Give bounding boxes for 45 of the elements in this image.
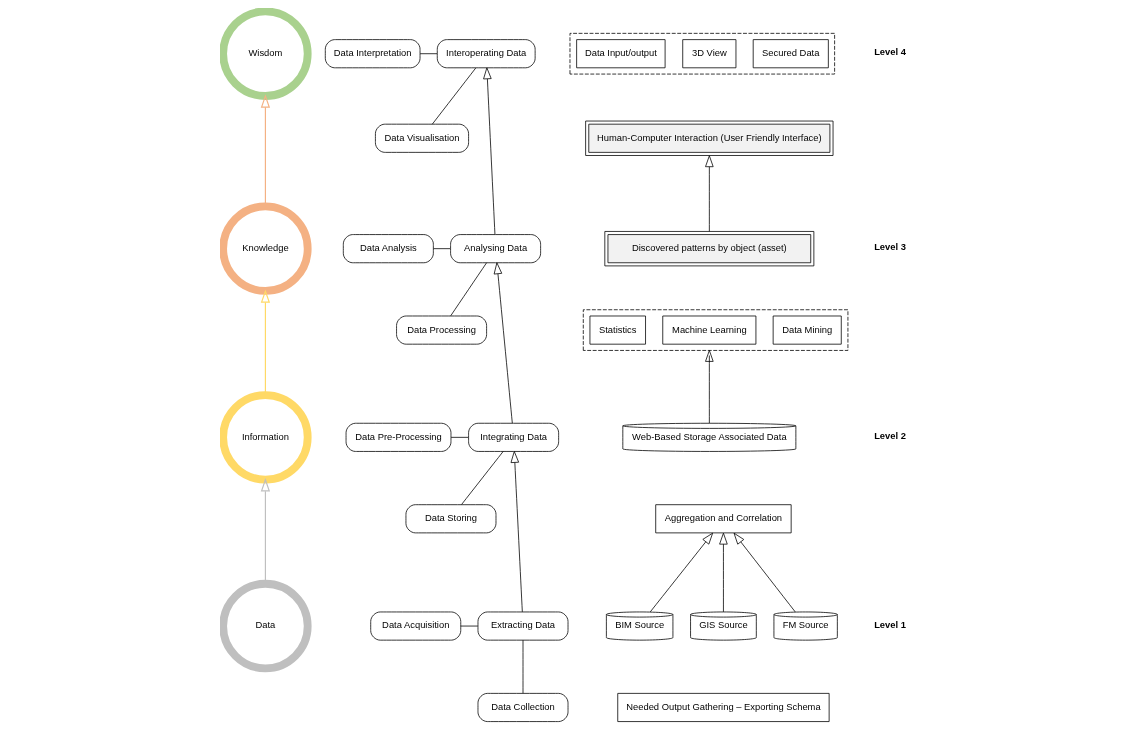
node-circle: Data [220, 579, 312, 673]
node-box: Needed Output Gathering – Exporting Schema [617, 693, 830, 722]
node-box: Analysing Data [450, 234, 541, 264]
node-circle: Wisdom [220, 8, 312, 100]
connector [433, 248, 451, 250]
node-box: Data Mining [772, 315, 842, 345]
connector [431, 67, 477, 125]
label: Level 3 [874, 241, 906, 253]
connector [461, 451, 504, 505]
cluster [582, 309, 849, 351]
node-box: Data Interpretation [324, 39, 421, 69]
connector [450, 436, 469, 438]
cluster [569, 32, 835, 75]
arrow [705, 155, 714, 232]
node-circle: Knowledge [220, 202, 312, 295]
arrow [493, 262, 513, 424]
node-box: Data Visualisation [375, 123, 469, 153]
node-box: Aggregation and Correlation [655, 504, 792, 534]
node-box: Data Collection [477, 693, 569, 722]
node-box: Integrating Data [468, 422, 559, 452]
arrow [719, 532, 728, 613]
node-box: Data Storing [405, 504, 497, 534]
arrow [733, 532, 796, 613]
node-box: 3D View [682, 39, 737, 69]
connector [419, 53, 438, 55]
node-box: Data Analysis [342, 234, 434, 264]
node-box: Secured Data [752, 39, 829, 69]
arrow [705, 350, 714, 424]
node-circle: Information [220, 391, 312, 484]
node-box: Extracting Data [477, 611, 569, 641]
arrow [483, 67, 496, 235]
node-box: Interoperating Data [436, 39, 536, 69]
label: Level 1 [874, 618, 906, 630]
node-box: Data Input/output [576, 39, 666, 69]
connector [522, 639, 524, 694]
node-box: Data Acquisition [370, 611, 462, 641]
node-box: Statistics [589, 315, 646, 345]
node-box: Data Pre-Processing [345, 422, 452, 452]
node-box: Machine Learning [662, 315, 757, 345]
arrow [649, 532, 714, 613]
label: Level 4 [874, 46, 906, 58]
node-box: Data Processing [396, 315, 487, 345]
arrow [510, 451, 523, 613]
label: Level 2 [874, 430, 906, 441]
connector [450, 262, 487, 317]
